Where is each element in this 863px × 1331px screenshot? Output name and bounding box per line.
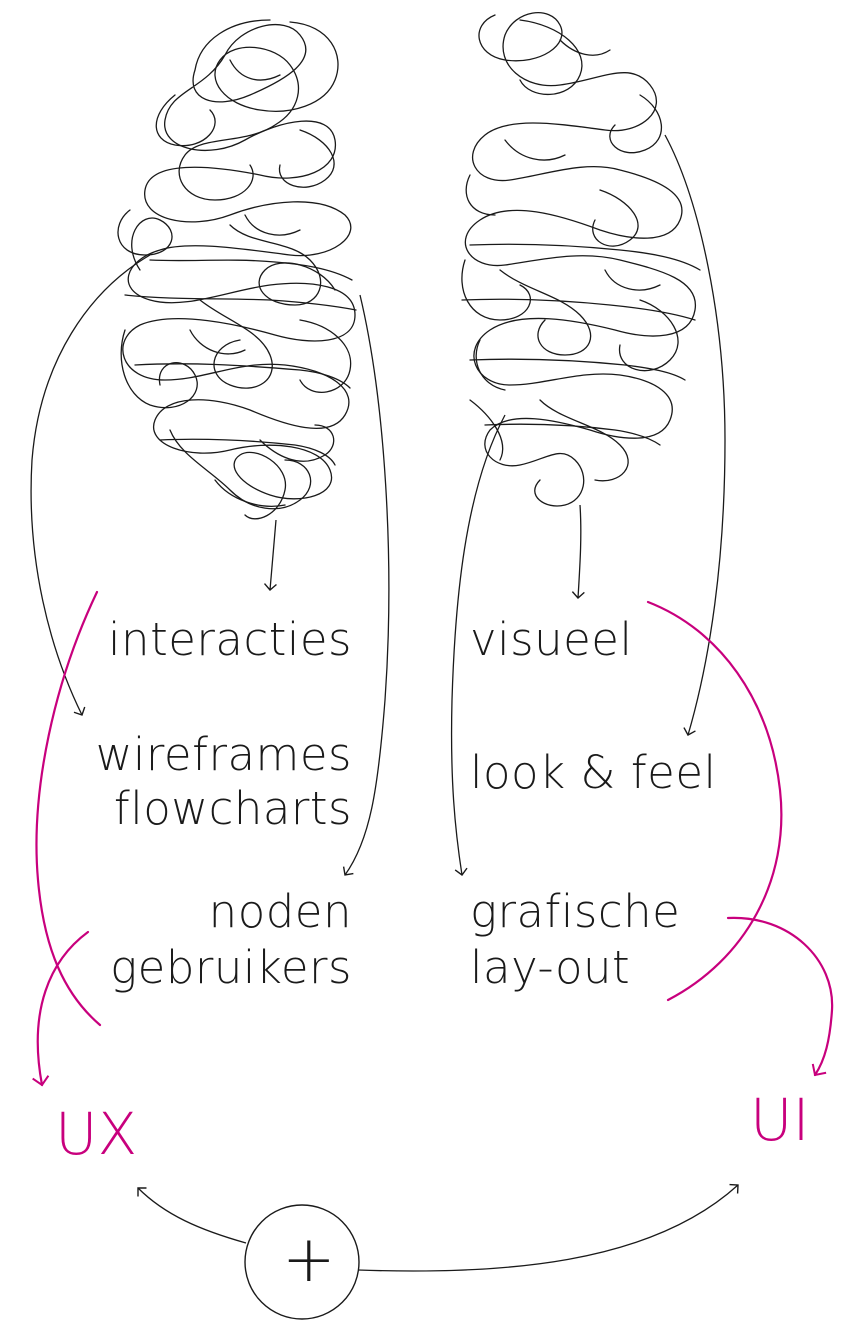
label-wireframes: wireframes — [95, 728, 352, 781]
arrow-brain-to-look-feel — [664, 134, 726, 736]
arrow-plus-to-ui — [357, 1183, 739, 1272]
arrow-brain-to-wireframes — [30, 254, 151, 716]
plus-connector — [137, 1183, 739, 1320]
connector-arrows — [30, 134, 726, 876]
label-visueel: visueel — [470, 613, 633, 666]
label-layout: lay-out — [470, 941, 631, 994]
arrow-brain-to-visueel — [571, 504, 585, 599]
arrow-brain-to-noden — [342, 294, 390, 876]
left-brain-scribble-icon — [117, 19, 357, 520]
label-interacties: interacties — [108, 613, 352, 666]
accent-arcs — [32, 590, 834, 1087]
label-look-feel: look & feel — [470, 746, 717, 799]
label-noden: noden — [208, 885, 352, 938]
ux-outer-arc — [35, 590, 102, 1027]
arrow-plus-to-ux — [137, 1187, 247, 1244]
ui-arrow-arc — [726, 916, 834, 1077]
arrow-brain-to-interacties — [263, 519, 277, 591]
label-grafische: grafische — [470, 885, 681, 938]
arrow-brain-to-grafische — [450, 414, 506, 876]
right-brain-scribble-icon — [461, 12, 701, 507]
plus-circle-icon — [244, 1204, 360, 1320]
label-ui: UI — [750, 1086, 810, 1154]
plus-symbol: + — [282, 1223, 336, 1297]
label-ux: UX — [55, 1100, 138, 1168]
label-gebruikers: gebruikers — [110, 941, 352, 994]
ux-arrow-arc — [32, 930, 90, 1087]
label-flowcharts: flowcharts — [113, 782, 352, 835]
ui-outer-arc — [646, 600, 783, 1002]
